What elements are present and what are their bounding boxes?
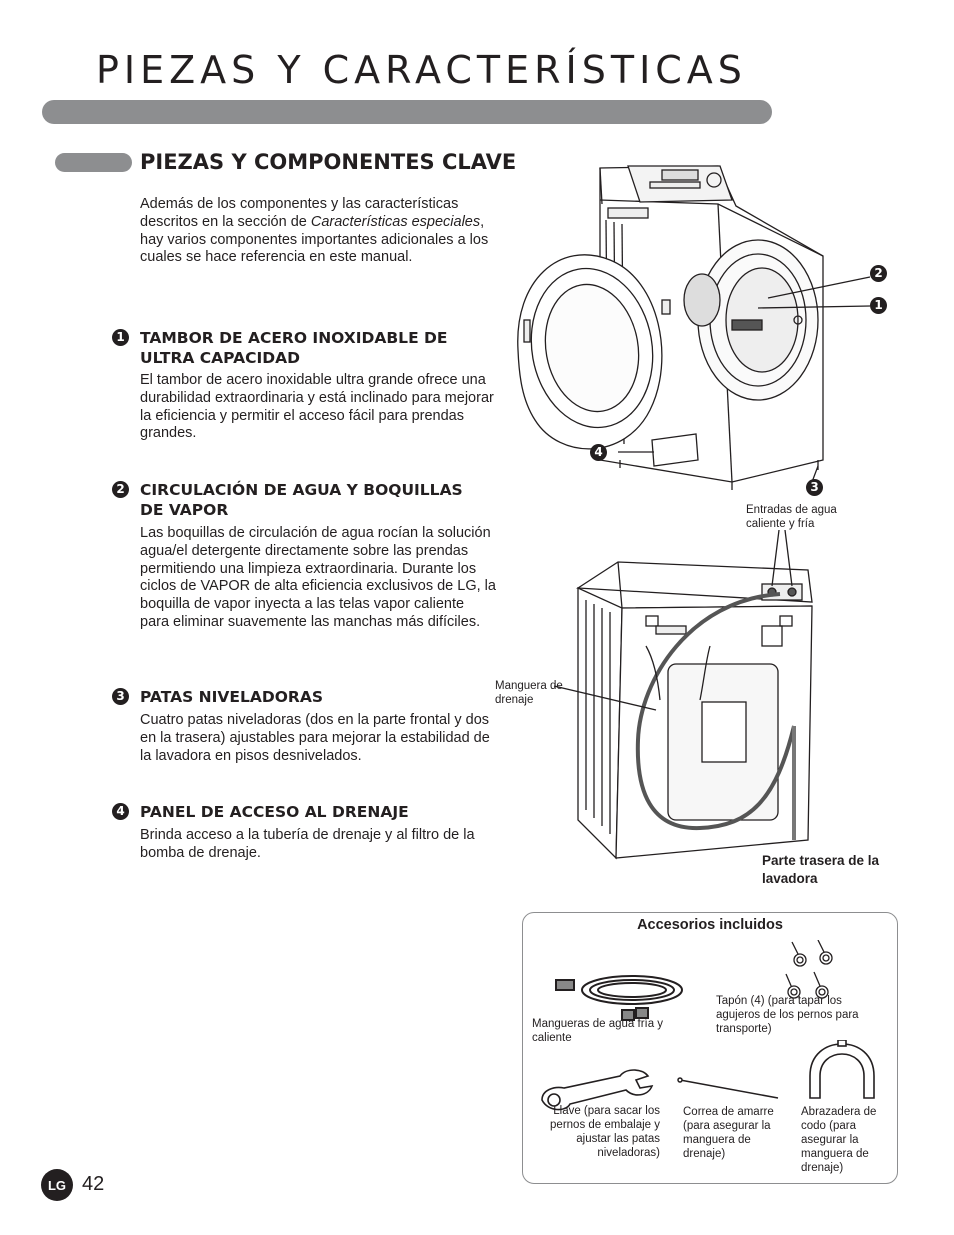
item-number-3: 3 (112, 688, 129, 705)
item-title-3: PATAS NIVELADORAS (140, 688, 323, 706)
rear-washer-illustration (553, 530, 813, 860)
svg-text:LG: LG (48, 1178, 66, 1193)
title-bar (42, 100, 772, 124)
item-body-2: Las boquillas de circulación de agua roc… (140, 525, 496, 630)
intro-italic: Características especiales (310, 213, 481, 230)
item-number-2: 2 (112, 481, 129, 498)
tie-label: Correa de amarre (para asegurar la mangu… (683, 1106, 774, 1160)
item-title-4: PANEL DE ACCESO AL DRENAJE (140, 803, 409, 821)
item-title-1: TAMBOR DE ACERO INOXIDABLE DE ULTRA CAPA… (140, 329, 448, 367)
label-water-inlets: Entradas de agua caliente y fría (746, 504, 837, 530)
label-drain-hose: Manguera de drenaje (495, 680, 563, 706)
item-number-1: 1 (112, 329, 129, 346)
callout-4: 4 (590, 444, 607, 461)
front-washer-illustration (517, 165, 871, 490)
intro-text-2: , hay varios componentes importantes adi… (140, 213, 489, 266)
section-pill (55, 153, 132, 172)
item-body-3: Cuatro patas niveladoras (dos en la part… (140, 712, 490, 764)
item-body-1: El tambor de acero inoxidable ultra gran… (140, 372, 494, 442)
caps-icon (785, 940, 833, 999)
caps-label: Tapón (4) (para tapar los agujeros de lo… (716, 995, 859, 1035)
page-title: PIEZAS Y CARACTERÍSTICAS (96, 48, 747, 92)
accessories-title: Accesorios incluidos (637, 917, 783, 933)
callout-1: 1 (870, 297, 887, 314)
elbow-clamp-icon (809, 1040, 875, 1099)
hoses-label: Mangueras de agua fría y caliente (532, 1018, 664, 1044)
item-body-4: Brinda acceso a la tubería de drenaje y … (140, 827, 475, 861)
callout-3: 3 (806, 479, 823, 496)
intro-paragraph: Además de los componentes y las caracter… (140, 196, 500, 267)
water-hoses-icon (555, 975, 683, 1021)
page-number: 42 (82, 1173, 105, 1195)
lg-logo: LG (41, 1169, 73, 1201)
accessories-box (522, 912, 898, 1184)
wrench-icon (541, 1069, 654, 1111)
rear-caption: Parte trasera de la lavadora (762, 853, 880, 886)
section-heading: PIEZAS Y COMPONENTES CLAVE (140, 150, 517, 174)
item-number-4: 4 (112, 803, 129, 820)
callout-2: 2 (870, 265, 887, 282)
item-title-2: CIRCULACIÓN DE AGUA Y BOQUILLAS DE VAPOR (140, 481, 463, 519)
intro-text-1: Además de los componentes y las caracter… (140, 196, 459, 230)
elbow-label: Abrazadera de codo (para asegurar la man… (801, 1106, 877, 1174)
cable-tie-icon (677, 1077, 779, 1099)
wrench-label: Llave (para sacar los pernos de embalaje… (550, 1105, 660, 1159)
